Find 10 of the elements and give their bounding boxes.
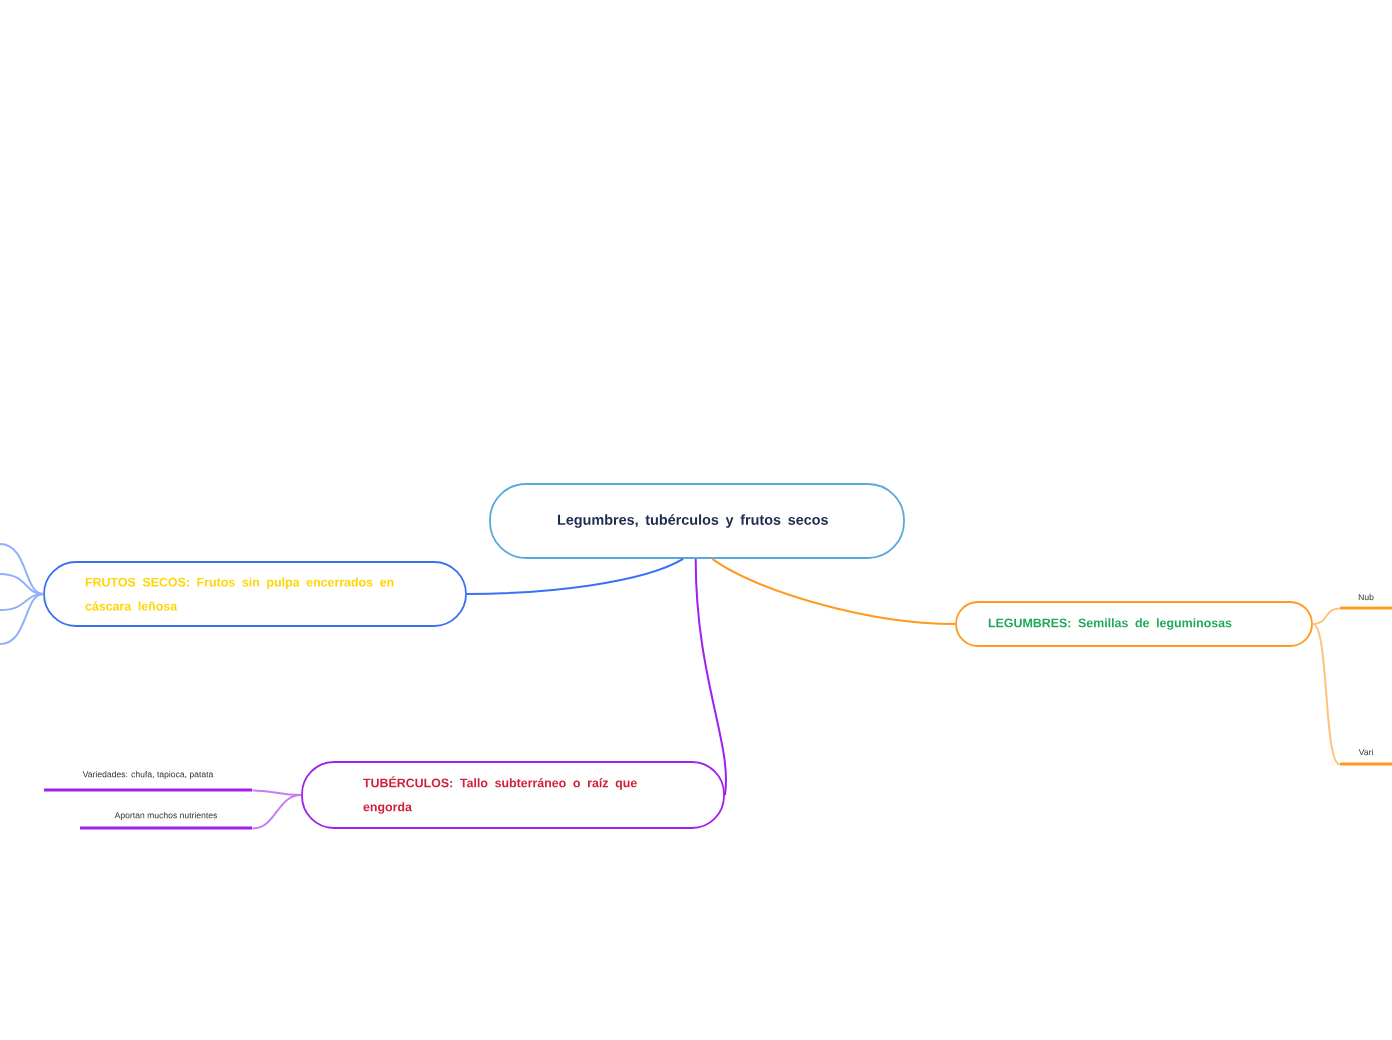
connector [251, 794, 303, 830]
connector [0, 573, 45, 595]
connector [0, 593, 45, 611]
connector [1311, 607, 1341, 625]
connector [1311, 623, 1341, 766]
connector [0, 593, 45, 645]
connector [0, 543, 45, 595]
connector [711, 557, 957, 625]
connector [465, 557, 685, 595]
connector [694, 557, 727, 796]
